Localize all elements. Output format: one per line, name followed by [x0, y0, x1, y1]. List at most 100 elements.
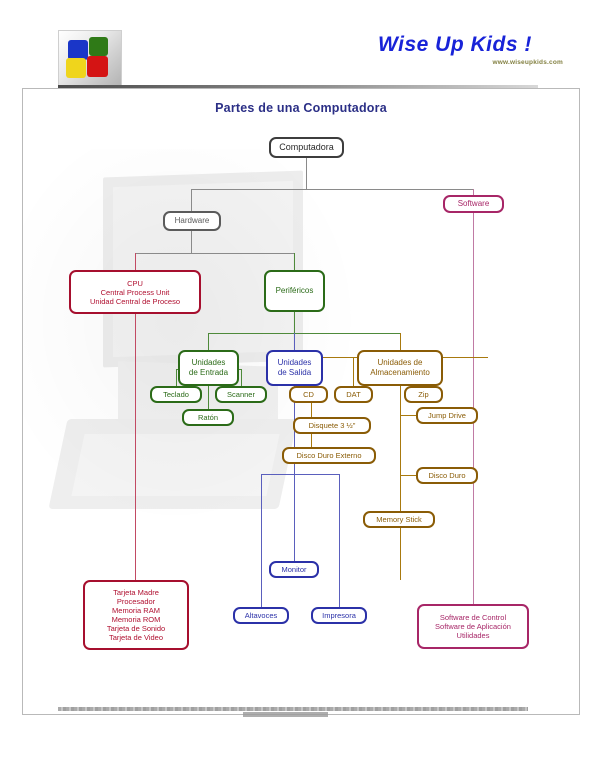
node-cpu-line2: Central Process Unit: [100, 287, 170, 297]
node-raton[interactable]: Ratón: [182, 409, 234, 426]
node-almacenamiento-line1: Unidades de: [377, 358, 423, 368]
brand-url: www.wiseupkids.com: [492, 59, 563, 66]
content-frame: Partes de una Computadora: [22, 88, 580, 715]
node-impresora[interactable]: Impresora: [311, 607, 367, 624]
edge-to-almacenamiento: [400, 333, 401, 350]
node-computadora-label: Computadora: [279, 142, 334, 153]
node-memory-stick-label: Memory Stick: [376, 515, 422, 524]
node-software[interactable]: Software: [443, 195, 504, 213]
node-monitor[interactable]: Monitor: [269, 561, 319, 578]
node-cpu[interactable]: CPU Central Process Unit Unidad Central …: [69, 270, 201, 314]
puzzle-piece-yellow-icon: [66, 58, 86, 78]
node-teclado[interactable]: Teclado: [150, 386, 202, 403]
node-unidades-entrada[interactable]: Unidades de Entrada: [178, 350, 239, 386]
node-altavoces-label: Altavoces: [244, 611, 278, 620]
node-scanner-label: Scanner: [227, 390, 255, 399]
cpu-detail-line2: Procesador: [116, 597, 156, 606]
edge-entrada-down: [208, 386, 209, 409]
edge-bus-to-software: [473, 189, 474, 195]
node-software-details[interactable]: Software de Control Software de Aplicaci…: [417, 604, 529, 649]
puzzle-pieces-logo: [58, 30, 122, 86]
node-entrada-line1: Unidades: [191, 358, 226, 368]
header-divider: [58, 85, 538, 88]
node-impresora-label: Impresora: [322, 611, 356, 620]
node-cpu-line1: CPU: [127, 278, 143, 288]
node-perifericos-label: Periféricos: [275, 286, 314, 296]
node-teclado-label: Teclado: [163, 390, 189, 399]
puzzle-piece-blue-icon: [68, 40, 88, 60]
software-detail-line1: Software de Control: [439, 613, 507, 622]
node-monitor-label: Monitor: [281, 565, 307, 574]
edge-salida-left-drop: [261, 474, 262, 607]
page-footer: [58, 707, 528, 717]
node-dat[interactable]: DAT: [334, 386, 373, 403]
edge-bus-to-hardware: [191, 189, 192, 211]
node-computadora[interactable]: Computadora: [269, 137, 344, 158]
node-cpu-line3: Unidad Central de Proceso: [89, 296, 181, 306]
node-cd-label: CD: [303, 390, 314, 399]
node-entrada-line2: de Entrada: [188, 368, 229, 377]
footer-text-strip: [58, 707, 528, 711]
node-disquete-label: Disquete 3 ½": [308, 421, 356, 430]
edge-perifericos-bus: [208, 333, 401, 334]
cpu-detail-line6: Tarjeta de Video: [108, 633, 164, 642]
node-software-label: Software: [457, 199, 490, 209]
edge-cpu-down: [135, 314, 136, 580]
software-detail-line3: Utilidades: [456, 631, 490, 640]
node-unidades-almacenamiento[interactable]: Unidades de Almacenamiento: [357, 350, 443, 386]
edge-root-to-bus: [306, 158, 307, 189]
edge-hardware-bus: [135, 253, 295, 254]
brand-block: Wise Up Kids ! www.wiseupkids.com: [378, 32, 563, 68]
edge-entrada-to-teclado: [176, 369, 177, 386]
edge-elbow-discoduro: [400, 475, 416, 476]
node-disquete[interactable]: Disquete 3 ½": [293, 417, 371, 434]
page-title: Partes de una Computadora: [215, 101, 387, 115]
node-scanner[interactable]: Scanner: [215, 386, 267, 403]
node-zip-label: Zip: [418, 390, 429, 399]
edge-perifericos-down: [294, 312, 295, 333]
node-cpu-details[interactable]: Tarjeta Madre Procesador Memoria RAM Mem…: [83, 580, 189, 650]
node-jump-drive[interactable]: Jump Drive: [416, 407, 478, 424]
footer-text-strip-2: [243, 712, 328, 717]
node-cd[interactable]: CD: [289, 386, 328, 403]
cpu-detail-line1: Tarjeta Madre: [113, 588, 159, 597]
cpu-detail-line3: Memoria RAM: [112, 606, 160, 615]
node-hardware-label: Hardware: [174, 216, 210, 226]
node-altavoces[interactable]: Altavoces: [233, 607, 289, 624]
edge-hardware-to-cpu: [135, 253, 136, 270]
computer-parts-tree-diagram: Computadora Hardware Software CPU Centra…: [23, 89, 579, 714]
node-disco-duro-label: Disco Duro: [428, 471, 466, 480]
node-almacenamiento-line2: Almacenamiento: [370, 368, 430, 377]
edge-hardware-down: [191, 231, 192, 253]
edge-salida-to-monitor: [294, 474, 295, 561]
node-zip[interactable]: Zip: [404, 386, 443, 403]
edge-to-salida: [294, 333, 295, 350]
node-disco-duro-externo-label: Disco Duro Externo: [296, 451, 362, 460]
edge-salida-bus: [261, 474, 339, 475]
page-header: Wise Up Kids ! www.wiseupkids.com: [0, 0, 600, 88]
node-unidades-salida[interactable]: Unidades de Salida: [266, 350, 323, 386]
node-salida-line2: de Salida: [277, 368, 312, 377]
node-perifericos[interactable]: Periféricos: [264, 270, 325, 312]
puzzle-piece-green-icon: [89, 37, 108, 56]
puzzle-piece-red-icon: [87, 56, 108, 77]
node-jump-drive-label: Jump Drive: [428, 411, 466, 420]
edge-hardware-to-perifericos: [294, 253, 295, 270]
edge-to-entrada: [208, 333, 209, 350]
node-raton-label: Ratón: [197, 413, 218, 422]
node-memory-stick[interactable]: Memory Stick: [363, 511, 435, 528]
cpu-detail-line4: Memoria ROM: [111, 615, 161, 624]
node-hardware[interactable]: Hardware: [163, 211, 221, 231]
cpu-detail-line5: Tarjeta de Sonido: [106, 624, 166, 633]
edge-bus-main: [191, 189, 474, 190]
software-detail-line2: Software de Aplicación: [435, 622, 511, 631]
edge-almac-to-dat: [353, 357, 354, 386]
edge-entrada-to-scanner: [241, 369, 242, 386]
brand-name: Wise Up Kids !: [378, 33, 532, 56]
node-salida-line1: Unidades: [277, 358, 312, 368]
node-disco-duro[interactable]: Disco Duro: [416, 467, 478, 484]
node-disco-duro-externo[interactable]: Disco Duro Externo: [282, 447, 376, 464]
node-dat-label: DAT: [346, 390, 361, 399]
edge-almac-trunk: [400, 386, 401, 580]
